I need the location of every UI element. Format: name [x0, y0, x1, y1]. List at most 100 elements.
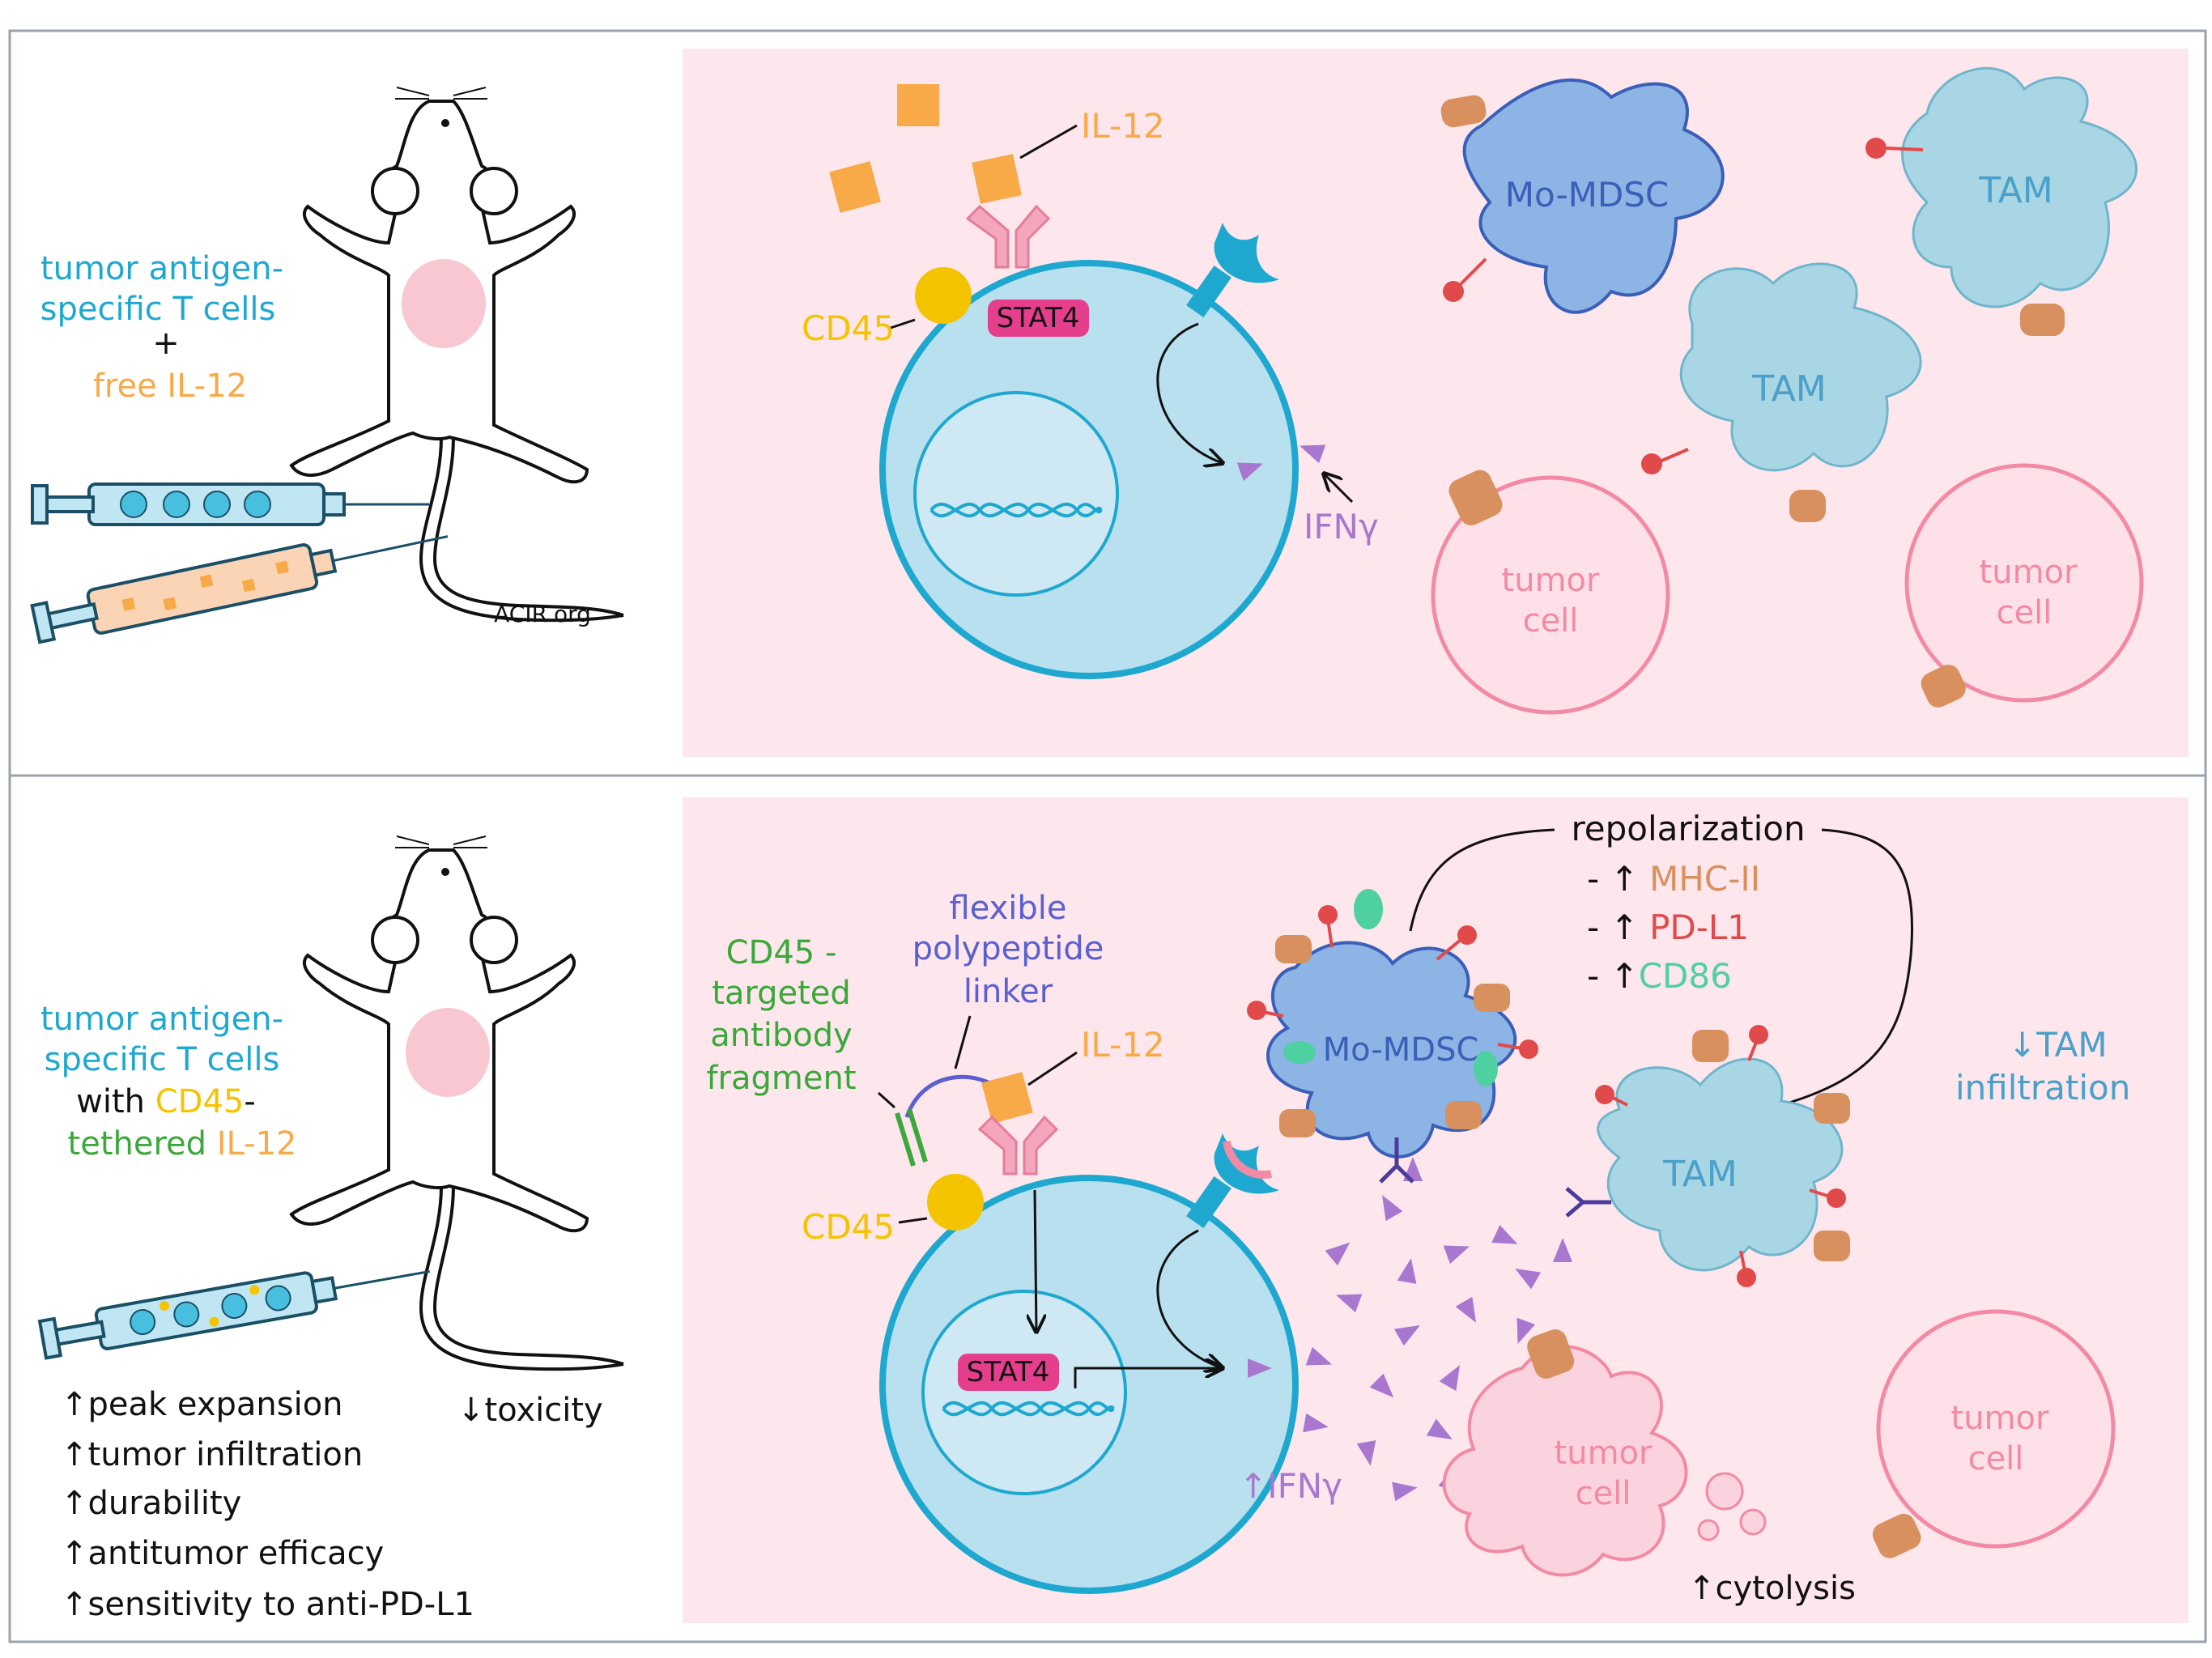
tam-cell-top-middle [1679, 262, 1922, 472]
ifng-receptor-icon [1565, 1187, 1611, 1218]
mhc-icon [1789, 490, 1826, 522]
bottom-mdsc-label: Mo-MDSC [1323, 1031, 1479, 1069]
tumor-cell-bottom-right [1876, 1309, 2116, 1549]
ifng-secretion-arrow [1156, 1229, 1223, 1368]
tumor-cell-lysed [1442, 1345, 1688, 1577]
stat4-badge [988, 300, 1089, 337]
mhc-icon [1448, 470, 1503, 525]
pdl1-increase: - ↑ PD-L1 [1587, 908, 1749, 947]
top-free-il12: free IL-12 [93, 368, 247, 405]
mouse-eye [441, 119, 449, 127]
antibody-fragment-icon [895, 1112, 916, 1167]
cd86-increase: - ↑CD86 [1587, 956, 1732, 996]
pdl1-word: PD-L1 [1649, 908, 1749, 947]
ifng-receptor-icon [1379, 1137, 1414, 1184]
pdl1-icon [1865, 138, 1887, 159]
repolarization-label: repolarization [1571, 809, 1805, 848]
mhc-icon [1814, 1093, 1850, 1124]
il12-receptor-icon [977, 1115, 1059, 1175]
cd45-pointer [898, 1217, 928, 1224]
top-tam1-label: TAM [1978, 170, 2053, 211]
outcome-item: ↑sensitivity to anti-PD-L1 [61, 1586, 474, 1623]
cd45-pointer [890, 318, 916, 329]
pdl1-icon [1318, 905, 1338, 925]
mhc-word: MHC-II [1649, 859, 1760, 899]
tumor-label-line2: cell [1523, 602, 1579, 640]
top-cd45-label: CD45 [802, 308, 895, 348]
tumor-label-line2: cell [1997, 594, 2052, 631]
cd45-icon [927, 1174, 984, 1231]
il12-molecule [981, 1072, 1033, 1124]
tam-cell-bottom [1597, 1057, 1844, 1272]
antibody-label-line1: CD45 - [726, 934, 837, 971]
il12-pointer [1019, 124, 1078, 159]
cd86-word: CD86 [1639, 956, 1732, 996]
linker-label-line2: polypeptide [912, 930, 1104, 967]
mouse-tumor-top [402, 259, 486, 348]
bottom-tcells-line1: tumor antigen- [40, 1001, 283, 1038]
outcomes-list: ↑peak expansion ↑tumor infiltration ↑dur… [61, 1386, 474, 1623]
outcome-item: ↑antitumor efficacy [61, 1535, 384, 1572]
mouse-whiskers [395, 87, 487, 100]
syringe-tethered [37, 1270, 430, 1360]
pdl1-icon [1737, 1268, 1756, 1287]
mhc-icon [1527, 1329, 1575, 1379]
il12-pointer [1027, 1051, 1078, 1086]
pdl1-icon [1247, 1001, 1266, 1020]
cd86-icon [1354, 889, 1383, 929]
bottom-tam-label: TAM [1662, 1154, 1738, 1195]
cell-debris [1705, 1472, 1744, 1511]
top-il12-label: IL-12 [1081, 106, 1165, 146]
tumor-label-line1: tumor [1555, 1435, 1653, 1472]
ifng-secretion-arrow [1156, 322, 1223, 463]
top-tam2-label: TAM [1751, 368, 1827, 410]
cd45-icon [915, 267, 972, 324]
bottom-panel-frame [8, 774, 2207, 1643]
il12-word: IL-12 [217, 1125, 297, 1163]
mhc-icon [1440, 95, 1487, 128]
t-cell-nucleus-top [913, 391, 1119, 597]
mhc-icon [1445, 1101, 1482, 1129]
tumor-cell-top-left [1431, 475, 1670, 715]
syringe-tcells [31, 483, 429, 526]
tam-infiltration-line2: infiltration [1955, 1068, 2130, 1107]
antibody-fragment-icon [907, 1108, 928, 1163]
hyphen: - [244, 1083, 255, 1120]
bottom-tcells-line4: tethered IL-12 [68, 1125, 297, 1163]
pdl1-icon [1595, 1085, 1614, 1104]
pdl1-icon [1641, 453, 1662, 474]
toxicity-text: ↓toxicity [457, 1392, 603, 1429]
mhc-icon [1921, 665, 1966, 708]
credit-text: ACIR.org [494, 601, 591, 627]
mhc-icon [1279, 1109, 1316, 1137]
pdl1-stalk [1659, 448, 1689, 463]
antibody-label-line2: targeted [712, 975, 851, 1012]
cd86-icon [1283, 1041, 1316, 1064]
linker-pointer [954, 1015, 972, 1069]
cytolysis-label: ↑cytolysis [1688, 1570, 1856, 1607]
pdl1-icon [1443, 281, 1464, 302]
bottom-ifng-label: ↑IFNγ [1239, 1466, 1342, 1506]
mhc-icon [1474, 984, 1510, 1012]
pdl1-icon [1749, 1025, 1768, 1044]
linker-label-line1: flexible [950, 890, 1067, 927]
top-ifng-label: IFNγ [1304, 507, 1379, 546]
mhc-icon [1692, 1030, 1729, 1062]
outcome-item: ↑tumor infiltration [61, 1436, 363, 1473]
mhc-icon [1872, 1513, 1921, 1558]
pdl1-stalk [1456, 257, 1487, 289]
cd86-icon [1474, 1051, 1498, 1086]
mhc-increase: - ↑ MHC-II [1587, 859, 1760, 899]
outcome-item: ↑durability [61, 1485, 241, 1522]
il12-molecule [897, 84, 939, 126]
dna-icon [942, 1401, 1115, 1417]
stat4-badge [958, 1354, 1059, 1391]
mhc-icon [2020, 304, 2065, 336]
tethered-word: tethered [68, 1125, 217, 1163]
bottom-il12-label: IL-12 [1081, 1025, 1165, 1065]
tumor-label-line1: tumor [1502, 562, 1600, 599]
mhc-icon [1275, 935, 1312, 963]
pdl1-icon [1457, 925, 1477, 945]
antibody-label-line4: fragment [706, 1060, 856, 1097]
bottom-cd45-label: CD45 [802, 1207, 895, 1247]
